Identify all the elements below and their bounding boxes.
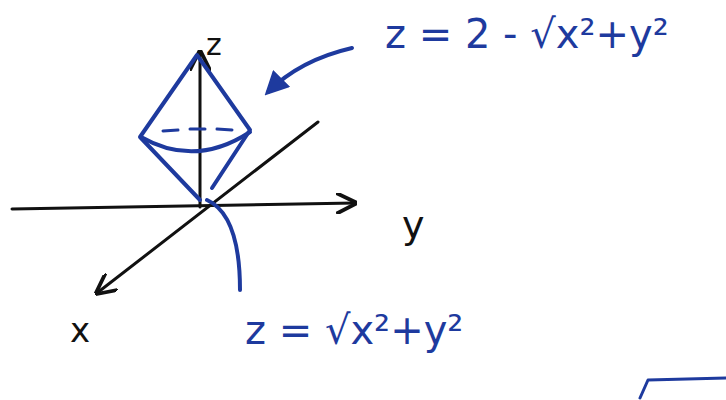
pointer-arrow bbox=[268, 48, 352, 92]
y-axis bbox=[12, 203, 355, 209]
cone-outline bbox=[140, 55, 250, 200]
axes bbox=[12, 52, 355, 293]
axis-label: x bbox=[70, 312, 90, 349]
intersection-back bbox=[163, 129, 232, 131]
axis-label: y bbox=[402, 205, 425, 247]
cone-extension bbox=[207, 200, 240, 290]
cone-surfaces bbox=[140, 48, 726, 398]
equation-label: z = 2 - √x²+y² bbox=[385, 12, 669, 56]
equation-label: z = √x²+y² bbox=[245, 308, 463, 352]
x-axis bbox=[97, 122, 318, 293]
intersection-front bbox=[141, 132, 250, 151]
axis-label: z bbox=[206, 28, 222, 61]
edge-fragment bbox=[640, 378, 726, 398]
